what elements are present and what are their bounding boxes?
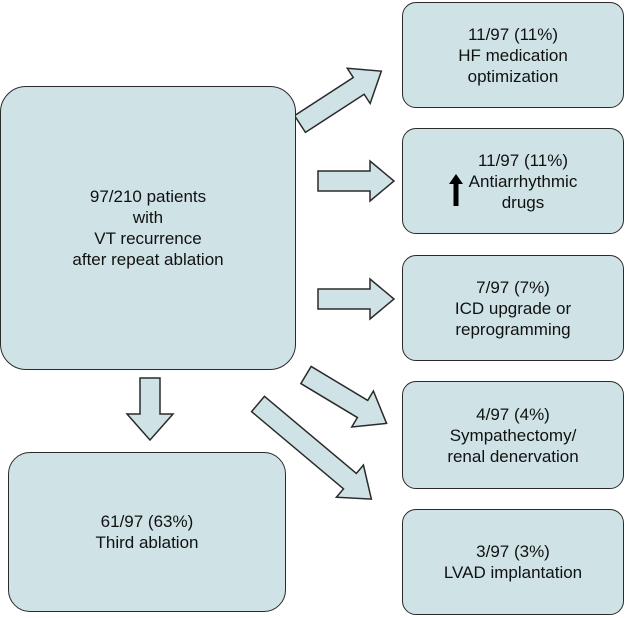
arrow-to-lvad xyxy=(250,395,373,500)
outcome-line: 7/97 (7%) xyxy=(476,277,550,297)
source-line: 97/210 patients xyxy=(89,187,207,206)
outcome-box-hf-medication: 11/97 (11%) HF medication optimization xyxy=(402,2,624,108)
source-line: after repeat ablation xyxy=(72,250,224,269)
up-arrow-icon xyxy=(448,174,463,206)
outcome-box-sympathectomy: 4/97 (4%) Sympathectomy/ renal denervati… xyxy=(402,381,624,489)
third-ablation-line: 61/97 (63%) xyxy=(100,512,194,531)
outcome-line: ICD upgrade or xyxy=(454,298,572,318)
arrow-to-icd xyxy=(317,277,396,321)
outcome-box-lvad: 3/97 (3%) LVAD implantation xyxy=(402,509,624,615)
outcome-line: optimization xyxy=(467,66,559,86)
outcome-text: 11/97 (11%) HF medication optimization xyxy=(458,24,568,87)
outcome-text: 4/97 (4%) Sympathectomy/ renal denervati… xyxy=(447,404,578,467)
source-line: VT recurrence xyxy=(94,229,202,248)
arrow-to-third-ablation xyxy=(125,377,175,442)
outcome-line: reprogramming xyxy=(455,319,571,339)
source-box: 97/210 patients with VT recurrence after… xyxy=(0,86,296,370)
outcome-text: 11/97 (11%) Antiarrhythmic drugs xyxy=(469,150,578,213)
arrow-to-antiarrhythmic xyxy=(317,159,396,203)
outcome-line: 4/97 (4%) xyxy=(476,404,550,424)
third-ablation-box: 61/97 (63%) Third ablation xyxy=(8,452,286,612)
outcome-line: HF medication xyxy=(458,45,568,65)
source-line: with xyxy=(132,208,164,227)
outcome-line: 3/97 (3%) xyxy=(476,542,550,561)
outcome-content: 11/97 (11%) Antiarrhythmic drugs xyxy=(448,150,578,213)
outcome-line: renal denervation xyxy=(447,446,579,466)
outcome-box-icd: 7/97 (7%) ICD upgrade or reprogramming xyxy=(402,255,624,361)
third-ablation-line: Third ablation xyxy=(95,533,199,552)
outcome-text: 7/97 (7%) ICD upgrade or reprogramming xyxy=(455,277,571,340)
outcome-line: Antiarrhythmic xyxy=(468,171,578,191)
arrow-to-sympathectomy xyxy=(299,365,388,428)
outcome-line: 11/97 (11%) xyxy=(477,150,569,170)
outcome-line: drugs xyxy=(501,192,545,212)
arrow-to-hf-medication xyxy=(293,67,383,134)
third-ablation-text: 61/97 (63%) Third ablation xyxy=(95,511,198,553)
source-box-text: 97/210 patients with VT recurrence after… xyxy=(72,186,223,270)
outcome-line: LVAD implantation xyxy=(443,563,583,582)
outcome-line: Sympathectomy/ xyxy=(449,425,577,445)
outcome-text: 3/97 (3%) LVAD implantation xyxy=(444,541,582,583)
outcome-line: 11/97 (11%) xyxy=(467,24,559,44)
outcome-box-antiarrhythmic: 11/97 (11%) Antiarrhythmic drugs xyxy=(402,128,624,234)
